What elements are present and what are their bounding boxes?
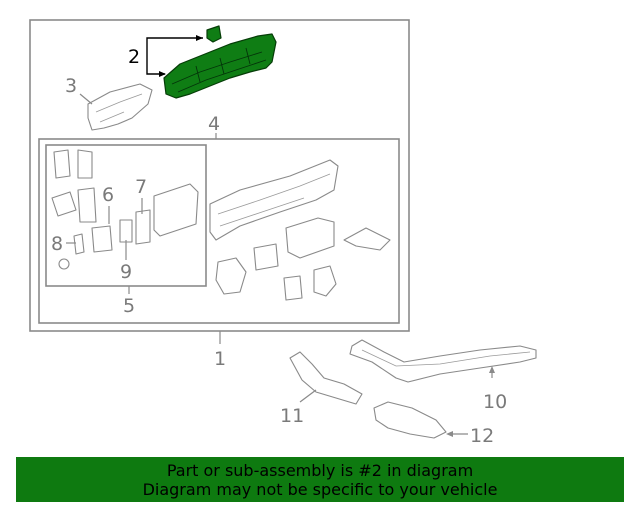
callout-10[interactable]: 10 [483,391,507,413]
callout-8[interactable]: 8 [51,233,63,255]
notice-banner: Part or sub-assembly is #2 in diagram Di… [16,457,624,502]
callout-6[interactable]: 6 [102,184,114,206]
assembly-5-box [45,144,207,287]
part-12[interactable] [373,401,447,439]
callout-1[interactable]: 1 [214,348,226,370]
part-10[interactable] [349,339,537,383]
callout-12[interactable]: 12 [470,425,494,447]
assembly-4-box [38,138,400,324]
part-3[interactable] [87,83,153,131]
part-group-5 [51,149,199,270]
banner-line-2: Diagram may not be specific to your vehi… [142,480,498,499]
part-group-4 [209,159,391,301]
banner-line-1: Part or sub-assembly is #2 in diagram [166,461,474,480]
callout-7[interactable]: 7 [135,176,147,198]
callout-4[interactable]: 4 [208,113,220,135]
callout-3[interactable]: 3 [65,75,77,97]
callout-2[interactable]: 2 [128,46,140,68]
callout-5[interactable]: 5 [123,295,135,317]
callout-9[interactable]: 9 [120,261,132,283]
callout-11[interactable]: 11 [280,405,304,427]
part-11[interactable] [289,351,363,405]
part-2-highlighted[interactable] [163,25,277,99]
